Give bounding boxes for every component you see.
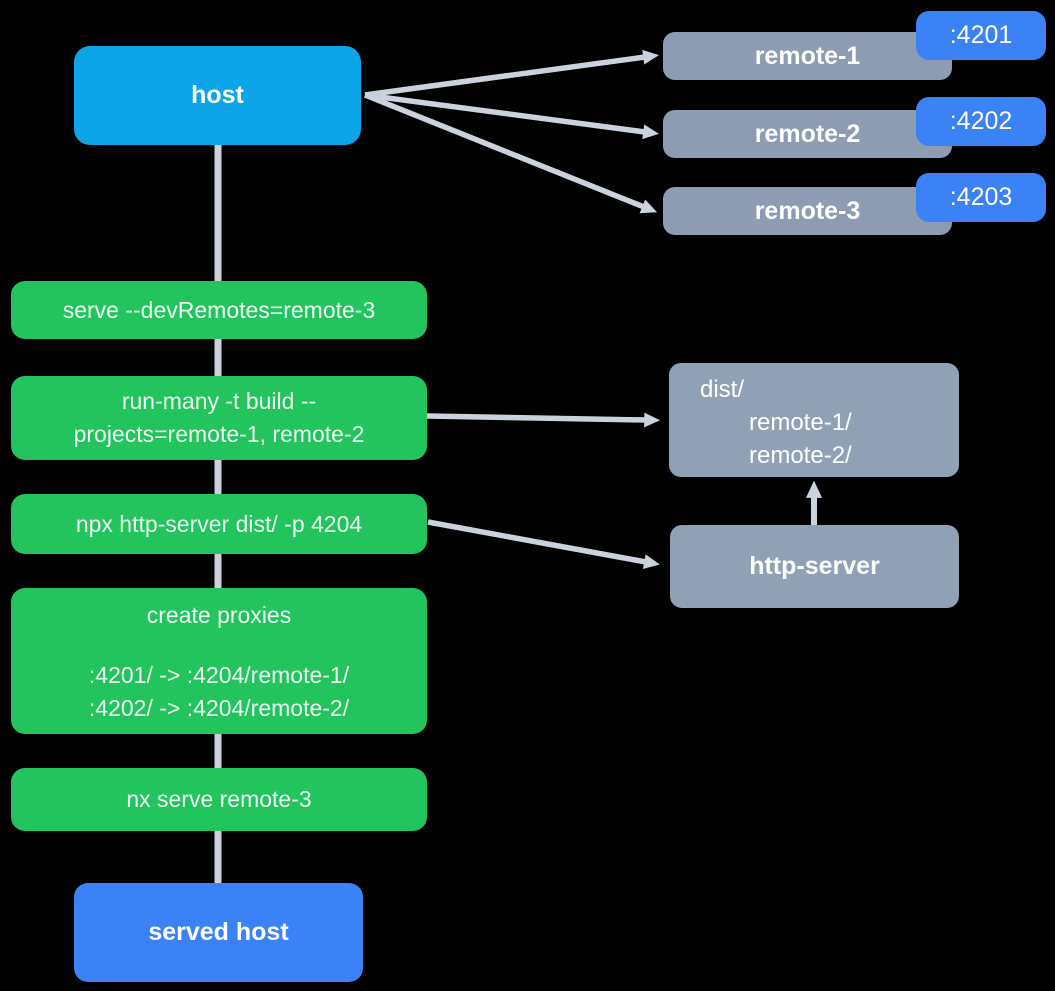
node-served-host-label: served host — [148, 918, 289, 946]
step-npx-http-server: npx http-server dist/ -p 4204 — [11, 494, 427, 554]
step-create-proxies-rule1: :4201/ -> :4204/remote-1/ — [88, 662, 350, 688]
step-create-proxies: create proxies :4201/ -> :4204/remote-1/… — [11, 588, 427, 734]
node-served-host: served host — [74, 883, 363, 982]
node-remote-2: remote-2 — [663, 110, 952, 158]
step-create-proxies-title: create proxies — [146, 602, 292, 628]
step-nx-serve-remote-3: nx serve remote-3 — [11, 768, 427, 831]
node-host: host — [74, 46, 361, 145]
step-nx-serve-remote-3-label: nx serve remote-3 — [126, 786, 312, 812]
dist-folder-title: dist/ — [700, 376, 745, 403]
node-remote-1: remote-1 — [663, 32, 952, 80]
dist-folder-entry-remote-1: remote-1/ — [749, 409, 852, 436]
node-remote-3-label: remote-3 — [754, 196, 861, 225]
port-badge-4203-label: :4203 — [949, 183, 1013, 211]
port-badge-4201-label: :4201 — [949, 21, 1013, 49]
edge-npx-http-server — [427, 519, 660, 569]
edge-host-remote-1 — [364, 49, 659, 98]
step-create-proxies-rule2: :4202/ -> :4204/remote-2/ — [88, 695, 350, 721]
node-http-server: http-server — [670, 525, 959, 608]
edge-build-dist — [426, 412, 661, 428]
node-remote-2-label: remote-2 — [754, 119, 861, 148]
edge-host-remote-2 — [364, 92, 659, 140]
step-npx-http-server-label: npx http-server dist/ -p 4204 — [75, 510, 363, 537]
dist-folder-entry-remote-2: remote-2/ — [749, 442, 852, 469]
step-run-many-build: run-many -t build -- projects=remote-1, … — [11, 376, 427, 460]
step-run-many-build-line2: projects=remote-1, remote-2 — [73, 421, 365, 447]
node-host-label: host — [191, 81, 244, 109]
node-remote-3: remote-3 — [663, 187, 952, 235]
node-dist-folder: dist/ remote-1/ remote-2/ — [669, 363, 959, 477]
step-serve-devremotes: serve --devRemotes=remote-3 — [11, 281, 427, 339]
port-badge-4202-label: :4202 — [949, 107, 1013, 135]
step-run-many-build-line1: run-many -t build -- — [121, 388, 317, 414]
node-http-server-label: http-server — [749, 552, 880, 580]
port-badge-4203: :4203 — [916, 173, 1046, 222]
edge-host-remote-3 — [363, 92, 658, 214]
step-serve-devremotes-label: serve --devRemotes=remote-3 — [62, 296, 376, 323]
port-badge-4201: :4201 — [916, 11, 1046, 60]
port-badge-4202: :4202 — [916, 97, 1046, 146]
node-remote-1-label: remote-1 — [754, 41, 861, 70]
